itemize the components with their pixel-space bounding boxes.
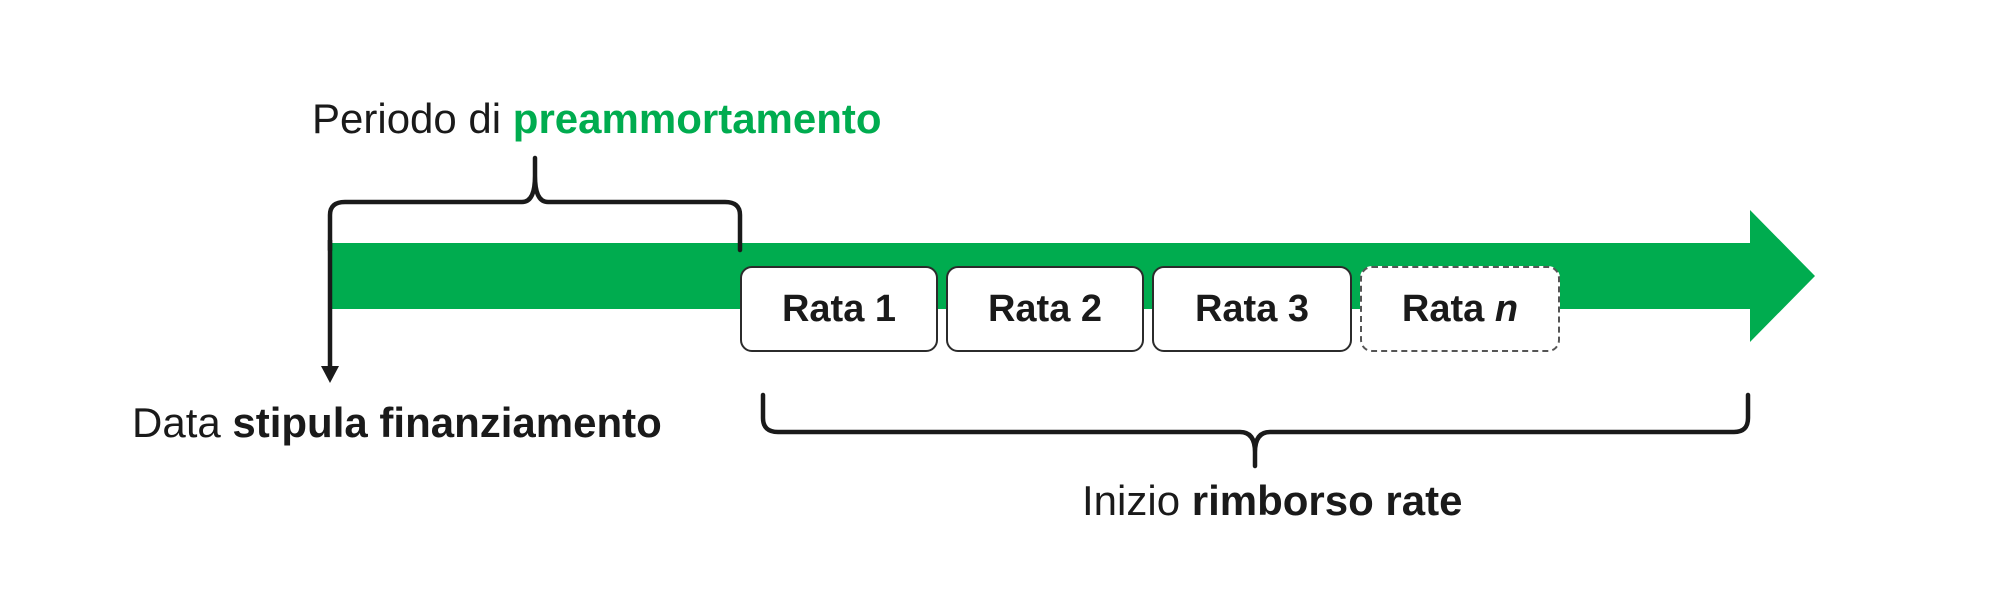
- installment-box-3: Rata 3: [1152, 266, 1352, 352]
- repayment-start-label: Inizio rimborso rate: [1082, 480, 1462, 522]
- start-date-label-prefix: Data: [132, 399, 221, 446]
- start-date-label: Data stipula finanziamento: [132, 402, 662, 444]
- installment-box-n: Rata n: [1360, 266, 1560, 352]
- installment-label: Rata 2: [987, 287, 1103, 330]
- repayment-start-label-prefix: Inizio: [1082, 477, 1181, 524]
- installment-label: Rata 3: [1194, 287, 1310, 330]
- installment-label: Rata: [1401, 287, 1485, 330]
- repayment-brace: [760, 392, 1751, 469]
- installment-index-n: n: [1494, 287, 1519, 330]
- installment-box-1: Rata 1: [740, 266, 938, 352]
- timeline-arrowhead: [1750, 210, 1815, 342]
- installment-label: Rata 1: [781, 287, 897, 330]
- preamortization-brace: [327, 155, 743, 253]
- preamortization-label-highlight: preammortamento: [512, 95, 882, 142]
- repayment-start-label-bold: rimborso rate: [1191, 477, 1463, 524]
- start-date-label-bold: stipula finanziamento: [232, 399, 662, 446]
- installment-box-2: Rata 2: [946, 266, 1144, 352]
- preamortization-label: Periodo di preammortamento: [312, 98, 882, 140]
- start-date-arrow-head: [321, 366, 339, 383]
- preamortization-label-prefix: Periodo di: [312, 95, 502, 142]
